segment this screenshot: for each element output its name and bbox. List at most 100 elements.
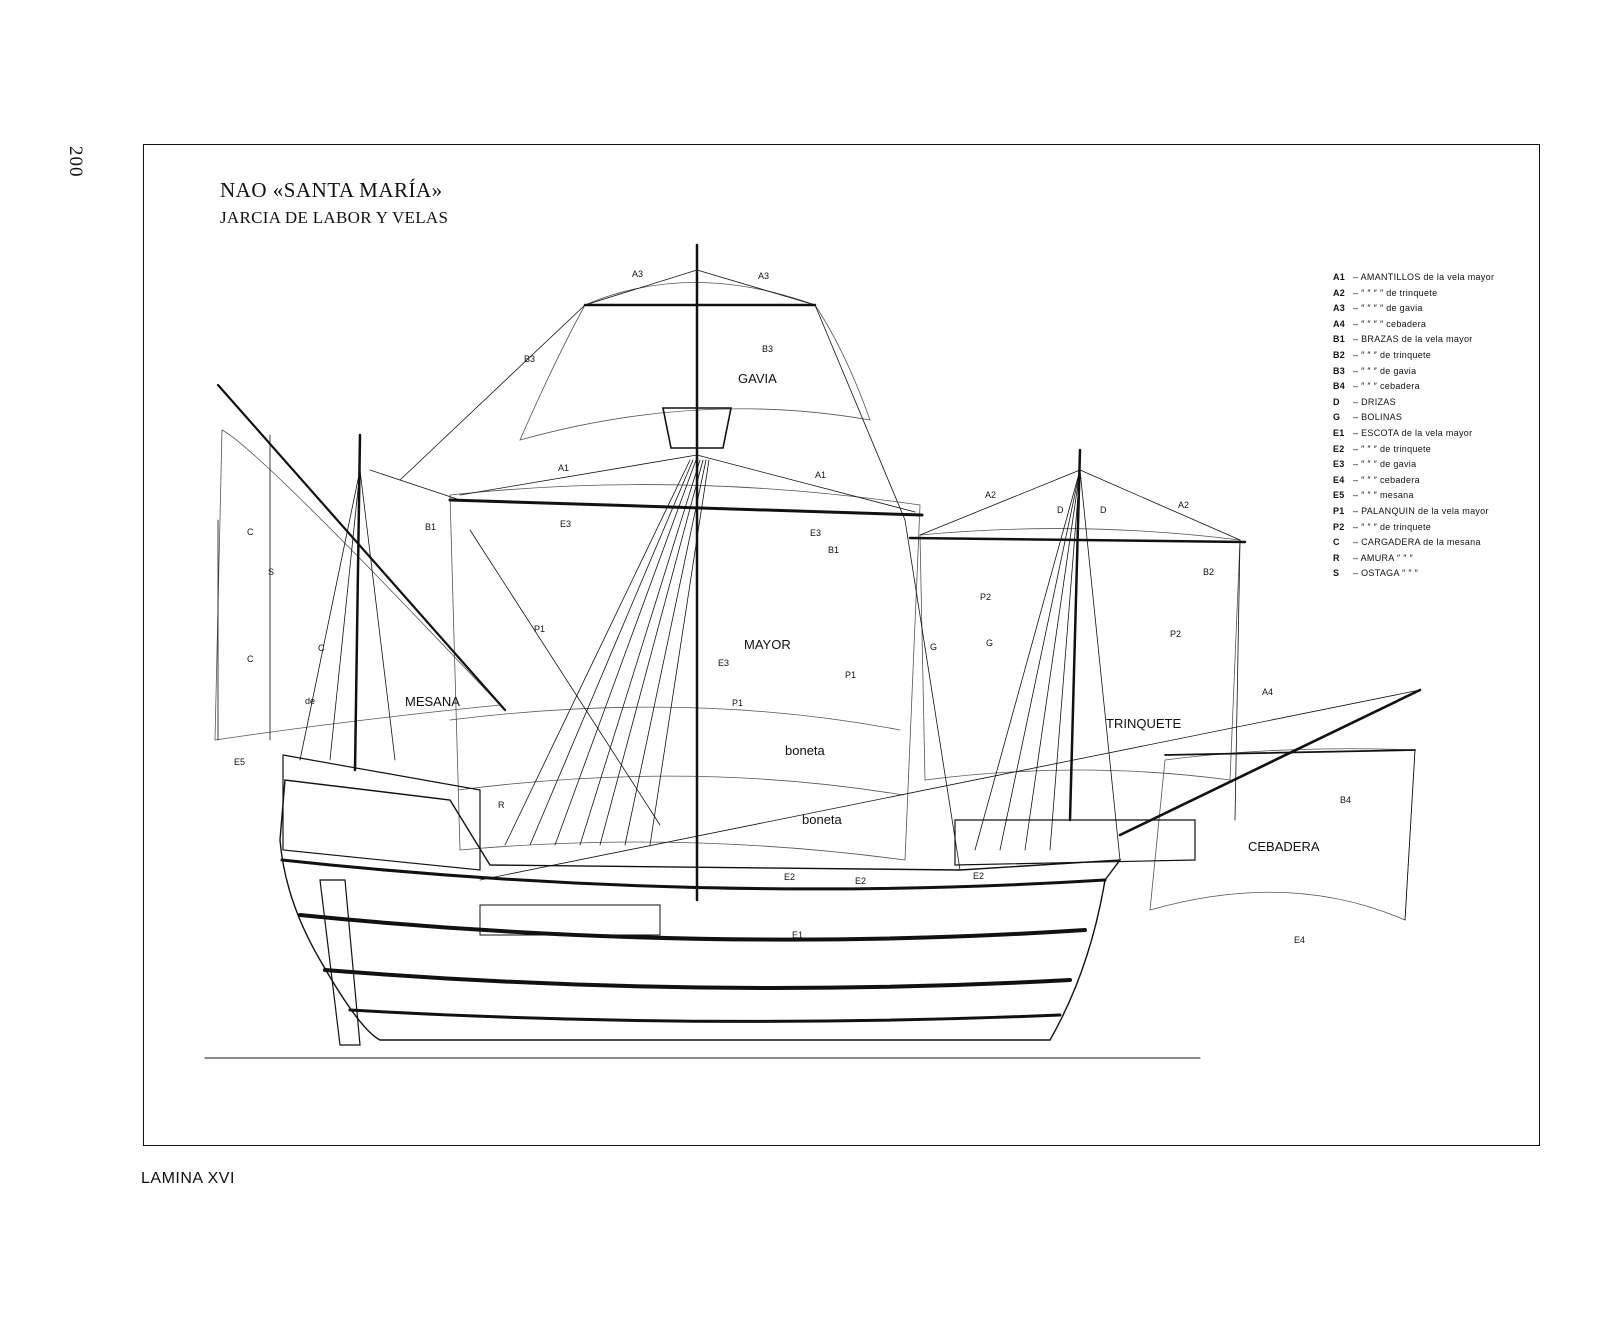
legend-code: S (1333, 568, 1340, 579)
legend-text: – AMANTILLOS de la vela mayor (1353, 272, 1495, 282)
sail-labels: GAVIA MAYOR boneta boneta MESANA TRINQUE… (405, 371, 1320, 854)
legend-code: E2 (1333, 443, 1345, 454)
legend-text: – OSTAGA ″ ″ ″ (1353, 568, 1419, 579)
legend-text: – AMURA ″ ″ ″ (1353, 552, 1413, 563)
legend-row: E3– ″ ″ ″ de gavia (1333, 457, 1543, 473)
rope-label: B3 (762, 344, 773, 354)
rope-label: P1 (732, 698, 743, 708)
rope-label: E1 (792, 930, 803, 940)
mesana-label: MESANA (405, 694, 460, 709)
hull-wale-2 (298, 913, 1087, 942)
legend-row: A3– ″ ″ ″ ″ de gavia (1333, 301, 1543, 317)
rope-label: R (498, 800, 505, 810)
rope-label: B4 (1340, 795, 1351, 805)
mayor-boneta-line-1 (449, 706, 901, 731)
legend-row: G – BOLINAS (1333, 410, 1543, 426)
rope-label: A4 (1262, 687, 1273, 697)
legend-text: – ESCOTA de la vela mayor (1353, 427, 1473, 438)
forecastle-rail (954, 819, 1196, 866)
trinquete-sail (919, 528, 1241, 781)
legend-code: B2 (1333, 349, 1346, 360)
legend-text: – ″ ″ ″ ″ de trinquete (1353, 287, 1438, 298)
legend-row: A4– ″ ″ ″ ″ cebadera (1333, 317, 1543, 333)
rope-label: C (318, 643, 325, 653)
legend-row: C– CARGADERA de la mesana (1333, 535, 1543, 551)
legend-row: A2 – ″ ″ ″ ″ de trinquete (1333, 286, 1543, 302)
hull (204, 754, 1201, 1059)
rope-label: P2 (1170, 629, 1181, 639)
rope-label: P1 (534, 624, 545, 634)
plate-title: NAO «SANTA MARÍA» (220, 178, 443, 202)
rope-label: E2 (973, 871, 984, 881)
plate-subtitle: JARCIA DE LABOR Y VELAS (220, 208, 449, 227)
legend-code: B3 (1333, 365, 1346, 376)
legend-code: B1 (1333, 334, 1346, 345)
mayor-boneta-line-2 (457, 775, 904, 796)
main-top-crowsnest (662, 407, 732, 449)
bowsprit (1118, 688, 1422, 837)
legend-row: P1 – PALANQUIN de la vela mayor (1333, 504, 1543, 520)
rope-label: C (247, 654, 254, 664)
legend-row: D– DRIZAS (1333, 395, 1543, 411)
rope-label: G (930, 642, 937, 652)
legend-code: B4 (1333, 381, 1346, 392)
rope-label: P1 (845, 670, 856, 680)
foremast (1068, 448, 1082, 822)
legend-code: A2 (1333, 287, 1346, 298)
rope-label: S (268, 567, 274, 577)
legend-text: – BRAZAS de la vela mayor (1353, 334, 1473, 345)
legend-row: R– AMURA ″ ″ ″ (1333, 551, 1543, 567)
rope-label: D (1057, 505, 1064, 515)
gavia-label: GAVIA (738, 371, 777, 386)
trinquete-label: TRINQUETE (1106, 716, 1181, 731)
rudder (319, 879, 361, 1046)
rope-label: A2 (985, 490, 996, 500)
rope-labels: A3 A3 B3 B3 A1 A1 E3 E3 B1 B1 P1 P1 P1 E… (234, 269, 1351, 945)
rope-label: A2 (1178, 500, 1189, 510)
plate-frame (143, 144, 1540, 1146)
rope-label: A1 (815, 470, 826, 480)
hull-wale-4 (348, 1008, 1062, 1023)
legend-text: – ″ ″ ″ cebadera (1353, 474, 1420, 485)
legend-row: P2– ″ ″ ″ de trinquete (1333, 520, 1543, 536)
legend-text: – PALANQUIN de la vela mayor (1353, 505, 1489, 516)
mayor-sail (449, 484, 921, 861)
legend-text: – ″ ″ ″ ″ de gavia (1353, 303, 1423, 314)
legend-code: E4 (1333, 474, 1345, 485)
legend-row: B4– ″ ″ ″ cebadera (1333, 379, 1543, 395)
rope-label: E3 (718, 658, 729, 668)
legend-row: B2 – ″ ″ ″ de trinquete (1333, 348, 1543, 364)
rope-label: P2 (980, 592, 991, 602)
legend-text: – BOLINAS (1353, 412, 1403, 423)
legend-row: E1– ESCOTA de la vela mayor (1333, 426, 1543, 442)
legend-text: – ″ ″ ″ de trinquete (1353, 349, 1432, 360)
rope-label: E3 (810, 528, 821, 538)
rope-label: E5 (234, 757, 245, 767)
legend-row: A1 – AMANTILLOS de la vela mayor (1333, 270, 1543, 286)
legend-row: E2 – ″ ″ ″ de trinquete (1333, 442, 1543, 458)
rope-label: A3 (632, 269, 643, 279)
hull-outline (279, 779, 1122, 1041)
rope-label: G (986, 638, 993, 648)
plate-label: LAMINA XVI (141, 1170, 235, 1187)
legend-code: D (1333, 396, 1340, 407)
legend-row: B3– ″ ″ ″ de gavia (1333, 364, 1543, 380)
legend-row: E5– ″ ″ ″ mesana (1333, 488, 1543, 504)
legend-code: A1 (1333, 272, 1346, 282)
hull-wale-3 (323, 968, 1072, 990)
rope-label: A3 (758, 271, 769, 281)
fore-yard (908, 536, 1247, 544)
rope-label: B1 (828, 545, 839, 555)
sterncastle (282, 754, 481, 871)
mayor-label: MAYOR (744, 637, 791, 652)
legend-code: E3 (1333, 459, 1345, 470)
rope-label: B1 (425, 522, 436, 532)
mizzen-lateen-yard (216, 383, 507, 712)
legend-text: – ″ ″ ″ ″ cebadera (1353, 318, 1427, 329)
legend-row: B1 – BRAZAS de la vela mayor (1333, 332, 1543, 348)
legend-code: P1 (1333, 505, 1345, 516)
legend-code: G (1333, 412, 1341, 423)
legend-text: – ″ ″ ″ de trinquete (1353, 443, 1432, 454)
legend-text: – ″ ″ ″ mesana (1353, 490, 1414, 501)
